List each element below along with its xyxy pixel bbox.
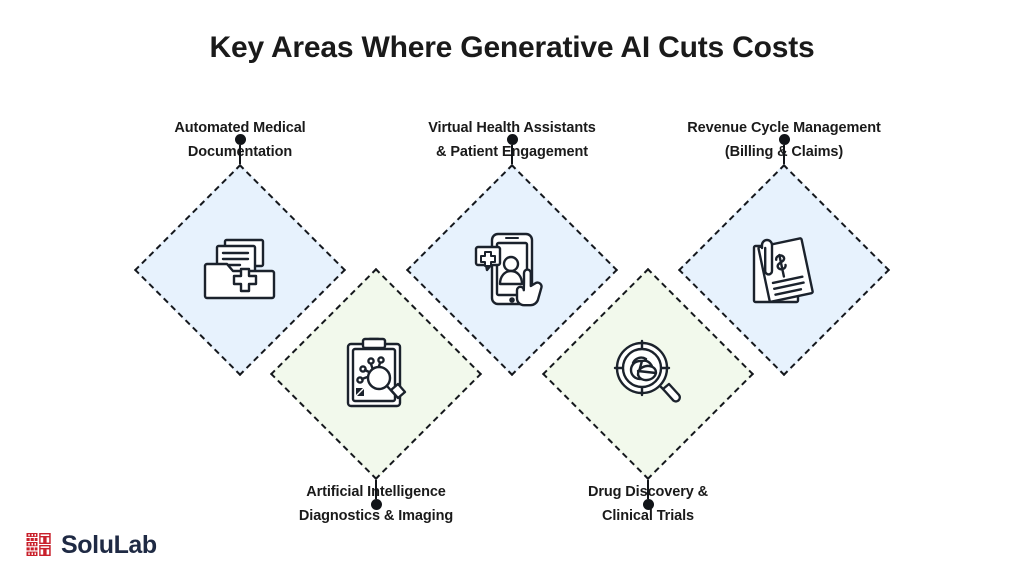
connector-line: [511, 145, 513, 164]
connector-dot: [370, 499, 382, 510]
connector-line: [239, 145, 241, 164]
diamond-tile: [664, 163, 904, 377]
node-label-line1: Revenue Cycle Management: [687, 120, 881, 136]
connector-line: [783, 145, 785, 164]
solulab-logo[interactable]: SoluLab: [26, 532, 157, 558]
node-label-line1: Automated Medical: [174, 120, 306, 136]
connector-line: [375, 480, 377, 499]
invoice-dollar-icon: [738, 224, 830, 316]
node-label: Virtual Health Assistants & Patient Enga…: [392, 116, 632, 164]
node-automated-medical-documentation: Automated Medical Documentation: [120, 120, 360, 377]
clipboard-analysis-icon: [330, 328, 422, 420]
node-label: Artificial Intelligence Diagnostics & Im…: [256, 480, 496, 528]
medical-folder-icon: [194, 224, 286, 316]
diamond-tile: [528, 267, 768, 481]
node-ai-diagnostics-imaging: Artificial Intelligence Diagnostics & Im…: [256, 267, 496, 524]
node-label-line2: Diagnostics & Imaging: [298, 508, 454, 524]
diamond-tile: [392, 163, 632, 377]
connector-dot: [234, 134, 246, 145]
connector-dot: [642, 499, 654, 510]
solulab-logo-text: SoluLab: [61, 531, 157, 559]
page-title: Key Areas Where Generative AI Cuts Costs: [209, 31, 815, 64]
connector-stem-dot: [234, 134, 246, 164]
node-virtual-health-assistants: Virtual Health Assistants & Patient Enga…: [392, 120, 632, 377]
connector-stem-dot: [370, 480, 382, 510]
solulab-logo-mark: [26, 532, 52, 558]
pill-magnifier-icon: [602, 328, 694, 420]
connector-dot: [506, 134, 518, 145]
connector-stem-dot: [506, 134, 518, 164]
node-drug-discovery-clinical-trials: Drug Discovery & Clinical Trials: [528, 267, 768, 524]
mobile-patient-chat-icon: [466, 224, 558, 316]
diamond-tile: [256, 267, 496, 481]
connector-dot: [778, 134, 790, 145]
node-label-line1: Virtual Health Assistants: [428, 120, 596, 136]
connector-stem-dot: [778, 134, 790, 164]
node-revenue-cycle-management: Revenue Cycle Management (Billing & Clai…: [664, 120, 904, 377]
diamond-tile: [120, 163, 360, 377]
node-label-line2: Clinical Trials: [602, 508, 694, 524]
connector-line: [647, 480, 649, 499]
connector-stem-dot: [642, 480, 654, 510]
